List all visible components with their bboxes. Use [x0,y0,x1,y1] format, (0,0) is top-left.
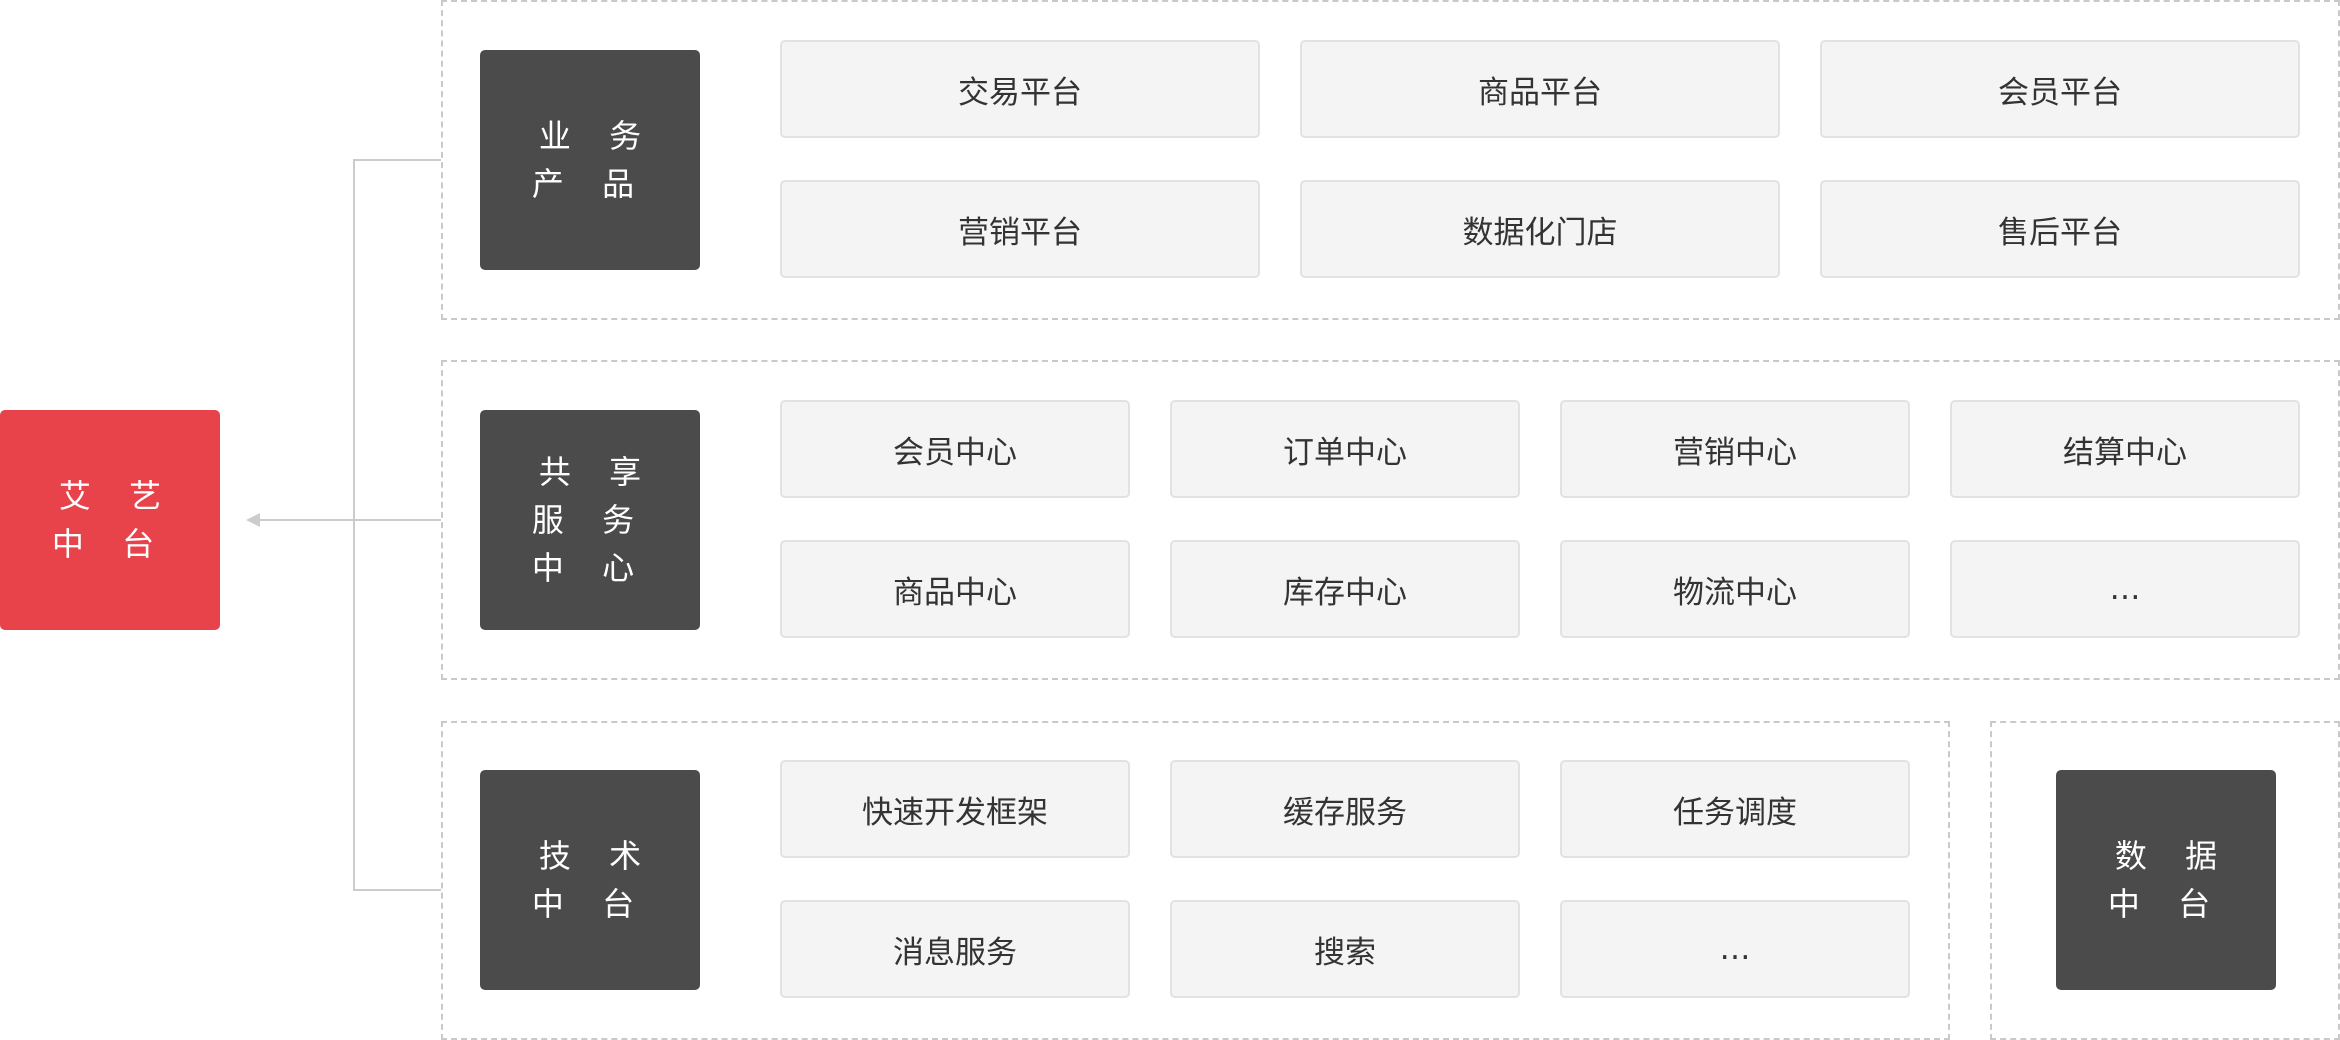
arrow-left-icon [246,513,260,527]
business-item-product: 商品平台 [1300,40,1780,138]
tech-item-dev-framework: 快速开发框架 [780,760,1130,858]
tech-item-search: 搜索 [1170,900,1520,998]
shared-services-label: 共 享 服 务 中 心 [480,410,700,630]
shared-item-marketing-center: 营销中心 [1560,400,1910,498]
shared-services-group [441,360,2340,680]
tech-item-message-service: 消息服务 [780,900,1130,998]
business-item-member: 会员平台 [1820,40,2300,138]
data-platform-label: 数 据 中 台 [2056,770,2276,990]
business-item-marketing: 营销平台 [780,180,1260,278]
business-item-data-store: 数据化门店 [1300,180,1780,278]
business-products-label: 业 务 产 品 [480,50,700,270]
shared-item-member-center: 会员中心 [780,400,1130,498]
business-item-trade: 交易平台 [780,40,1260,138]
core-label: 艾 艺 中 台 [0,410,220,630]
shared-item-product-center: 商品中心 [780,540,1130,638]
tech-platform-label: 技 术 中 台 [480,770,700,990]
tech-platform-group [441,721,1950,1040]
tech-item-more: … [1560,900,1910,998]
data-platform-group [1990,721,2340,1040]
shared-item-more: … [1950,540,2300,638]
tech-item-task-scheduling: 任务调度 [1560,760,1910,858]
shared-item-inventory-center: 库存中心 [1170,540,1520,638]
shared-item-logistics-center: 物流中心 [1560,540,1910,638]
tech-item-cache-service: 缓存服务 [1170,760,1520,858]
shared-item-order-center: 订单中心 [1170,400,1520,498]
business-item-after-sales: 售后平台 [1820,180,2300,278]
shared-item-settlement-center: 结算中心 [1950,400,2300,498]
business-products-group [441,0,2340,320]
